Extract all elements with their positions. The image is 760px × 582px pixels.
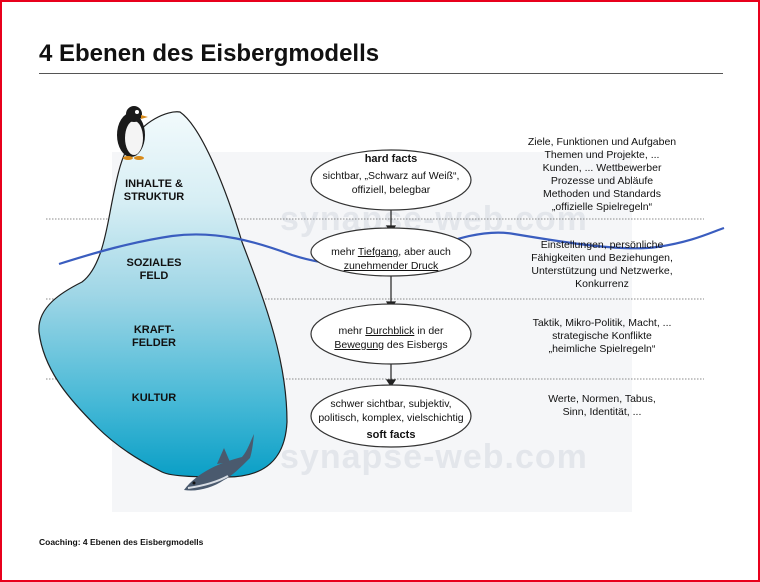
durchblick-post: des Eisbergs	[384, 339, 448, 351]
oval-hard-facts	[310, 149, 472, 211]
soft-facts-line1: schwer sichtbar, subjektiv,	[330, 398, 452, 410]
right-block4-line: Sinn, Identität, ...	[562, 406, 642, 418]
right-block4-line: Werte, Normen, Tabus,	[548, 393, 656, 405]
soft-facts-line2: politisch, komplex, vielschichtig	[318, 412, 464, 424]
tiefgang-mid: , aber auch	[398, 246, 451, 258]
arrow-3-head	[385, 379, 397, 388]
durchblick-underlined-1: Durchblick	[365, 325, 415, 337]
right-block1-line: Kunden, ... Wettbewerber	[542, 162, 662, 174]
footer-caption: Coaching: 4 Ebenen des Eisbergmodells	[39, 537, 204, 547]
title-divider	[39, 73, 723, 74]
shark-icon	[184, 434, 254, 491]
right-block3-line: strategische Konflikte	[552, 330, 652, 342]
right-block1-line: Methoden und Standards	[543, 188, 661, 200]
right-block3-line: Taktik, Mikro-Politik, Macht, ...	[532, 317, 672, 329]
oval-soft-facts	[310, 384, 472, 448]
hard-facts-line1: sichtbar, „Schwarz auf Weiß“,	[322, 170, 460, 182]
oval-tiefgang-text: mehr Tiefgang, aber auch zunehmender Dru…	[311, 245, 471, 273]
level-label-kraftfelder: KRAFT- FELDER	[132, 324, 176, 349]
right-block1-line: „offizielle Spielregeln“	[551, 201, 653, 213]
right-block1-line: Ziele, Funktionen und Aufgaben	[527, 136, 677, 148]
right-block2-line: Einstellungen, persönliche	[540, 239, 664, 251]
soft-facts-heading: soft facts	[366, 429, 416, 441]
right-block1-line: Prozesse und Abläufe	[550, 175, 654, 187]
right-block1-line: Themen und Projekte, ...	[544, 149, 660, 161]
penguin-icon	[117, 106, 148, 160]
right-block-kraftfelder: Taktik, Mikro-Politik, Macht, ... strate…	[507, 317, 697, 356]
image-credit: Eisbergmodell Kritik amazonite	[616, 565, 754, 576]
watermark-bottom: synapse-web.com	[280, 438, 588, 476]
right-block2-line: Fähigkeiten und Beziehungen,	[531, 252, 673, 264]
tiefgang-underlined-2: zunehmender Druck	[343, 260, 439, 272]
iceberg-shape	[38, 111, 288, 478]
oval-durchblick-text: mehr Durchblick in der Bewegung des Eisb…	[311, 324, 471, 352]
page-title: 4 Ebenen des Eisbergmodells	[39, 40, 380, 67]
durchblick-pre: mehr	[338, 325, 366, 337]
hard-facts-line2: offiziell, belegbar	[351, 184, 431, 196]
oval-soft-facts-text: schwer sichtbar, subjektiv, politisch, k…	[311, 397, 471, 442]
durchblick-mid: in der	[414, 325, 444, 337]
durchblick-underlined-2: Bewegung	[334, 339, 384, 351]
tiefgang-pre: mehr	[331, 246, 358, 258]
oval-durchblick	[310, 303, 472, 365]
tiefgang-underlined-1: Tiefgang	[357, 246, 399, 258]
right-block-kultur: Werte, Normen, Tabus, Sinn, Identität, .…	[507, 393, 697, 419]
level-label-inhalte: INHALTE & STRUKTUR	[123, 178, 185, 203]
right-block2-line: Unterstützung und Netzwerke,	[531, 265, 673, 277]
hard-facts-heading: hard facts	[364, 153, 418, 165]
right-block-inhalte: Ziele, Funktionen und Aufgaben Themen un…	[507, 136, 697, 214]
level-label-kultur: KULTUR	[131, 392, 177, 404]
right-block-soziales-feld: Einstellungen, persönliche Fähigkeiten u…	[507, 239, 697, 291]
oval-tiefgang	[310, 227, 472, 277]
oval-hard-facts-text: hard facts sichtbar, „Schwarz auf Weiß“,…	[311, 152, 471, 197]
right-block3-line: „heimliche Spielregeln“	[548, 343, 656, 355]
right-block2-line: Konkurrenz	[575, 278, 629, 290]
ovals	[310, 149, 472, 448]
level-label-soziales-feld: SOZIALES FELD	[126, 257, 182, 282]
